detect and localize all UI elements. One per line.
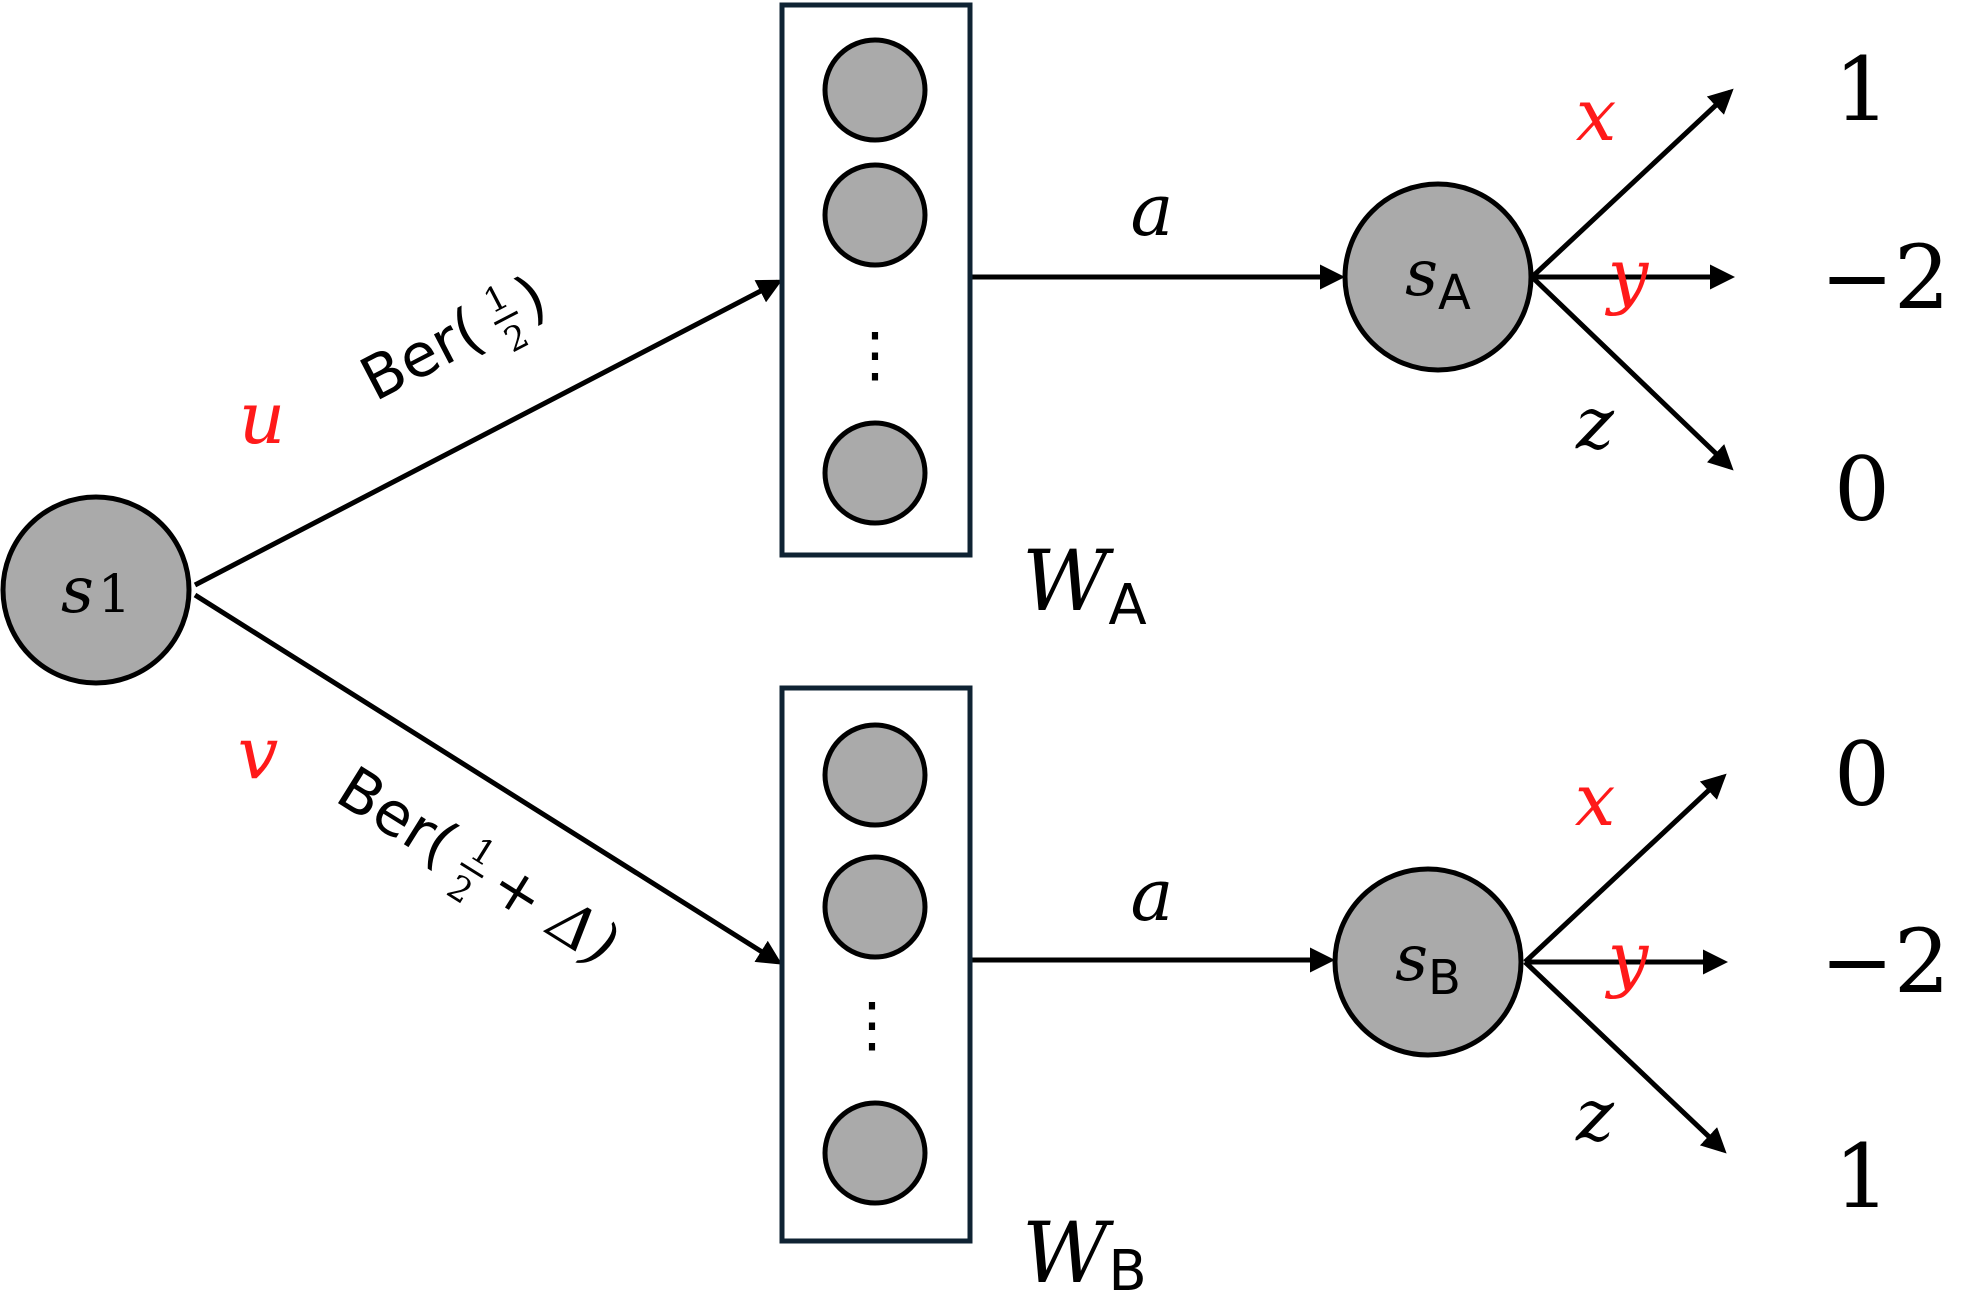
label-WB: WB (1022, 1204, 1147, 1293)
dist-label-lower: Ber( 1 2 + Δ) (325, 753, 631, 980)
edge-sB-x (1523, 773, 1727, 964)
edge-sA-z (1530, 275, 1734, 471)
edge-s1-to-WB (193, 592, 783, 965)
state-circle (822, 854, 928, 960)
node-s1-sub: 1 (98, 565, 131, 625)
outcome-A-var-y: y (1605, 233, 1650, 317)
node-s1-base: s (61, 554, 94, 628)
outcome-B-value-z: 1 (1834, 1125, 1890, 1228)
edge-sA-x (1530, 88, 1734, 279)
node-sB-sub: B (1428, 950, 1461, 1006)
state-circle (822, 722, 928, 828)
state-circle (822, 420, 928, 526)
svg-text:sA: sA (1405, 237, 1471, 321)
action-label-a-top: a (1131, 168, 1174, 252)
node-sA: sA (1342, 181, 1534, 373)
box-WB: ⋮ (779, 685, 973, 1244)
edge-s1-to-WA (193, 279, 783, 588)
node-s1: s1 (0, 494, 192, 686)
state-circle (822, 1100, 928, 1206)
action-label-a-bottom: a (1131, 853, 1174, 937)
svg-text:sB: sB (1395, 922, 1461, 1006)
node-sA-base: s (1405, 237, 1438, 311)
node-sB-base: s (1395, 922, 1428, 996)
outcome-B-value-x: 0 (1834, 723, 1890, 826)
label-WA: WA (1022, 532, 1147, 638)
outcome-B-value-y: −2 (1820, 910, 1950, 1013)
box-WA: ⋮ (779, 2, 973, 558)
svg-text:2: 2 (440, 867, 480, 912)
outcome-B-var-z: z (1575, 1073, 1615, 1157)
outcome-A-value-z: 0 (1834, 438, 1890, 541)
svg-text:Ber(: Ber( (350, 295, 494, 415)
outcome-B-var-x: x (1575, 758, 1616, 842)
svg-text:s1: s1 (61, 554, 131, 628)
dist-label-upper: Ber( 1 2 ) (350, 262, 558, 416)
state-circle (822, 37, 928, 143)
node-sA-sub: A (1438, 265, 1471, 321)
ellipsis-A: ⋮ (845, 320, 905, 390)
edge-var-u: u (239, 376, 285, 460)
node-sB: sB (1332, 866, 1524, 1058)
outcome-A-var-x: x (1576, 73, 1617, 157)
ellipsis-B: ⋮ (842, 990, 902, 1060)
outcome-A-var-z: z (1575, 381, 1615, 465)
outcome-B-var-y: y (1605, 916, 1650, 1000)
state-circle (822, 162, 928, 268)
svg-text:Ber(: Ber( (325, 753, 469, 879)
outcome-A-value-y: −2 (1820, 226, 1950, 329)
edge-sB-z (1523, 960, 1727, 1154)
svg-text:+ Δ): + Δ) (478, 849, 631, 980)
edge-var-v: v (238, 711, 279, 795)
outcome-A-value-x: 1 (1834, 38, 1890, 141)
